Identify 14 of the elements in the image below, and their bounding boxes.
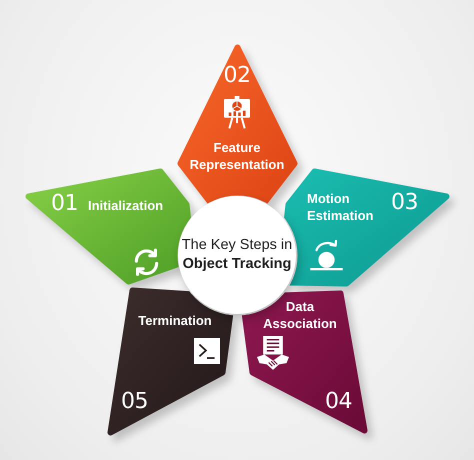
step-title: Data Association	[262, 298, 338, 332]
step-petal	[106, 286, 234, 436]
step-title: Motion Estimation	[307, 190, 374, 224]
step-number: 05	[121, 390, 149, 414]
step-title: Initialization	[88, 197, 164, 214]
step-number: 01	[51, 192, 79, 216]
step-title: Feature Representation	[188, 139, 286, 173]
step-number: 02	[222, 64, 252, 88]
step-petal	[240, 290, 368, 434]
step-number: 03	[391, 191, 419, 215]
center-title: The Key Steps in Object Tracking	[180, 236, 294, 274]
step-number: 04	[325, 390, 353, 414]
step-title: Termination	[137, 312, 213, 329]
step-petal	[176, 44, 298, 206]
